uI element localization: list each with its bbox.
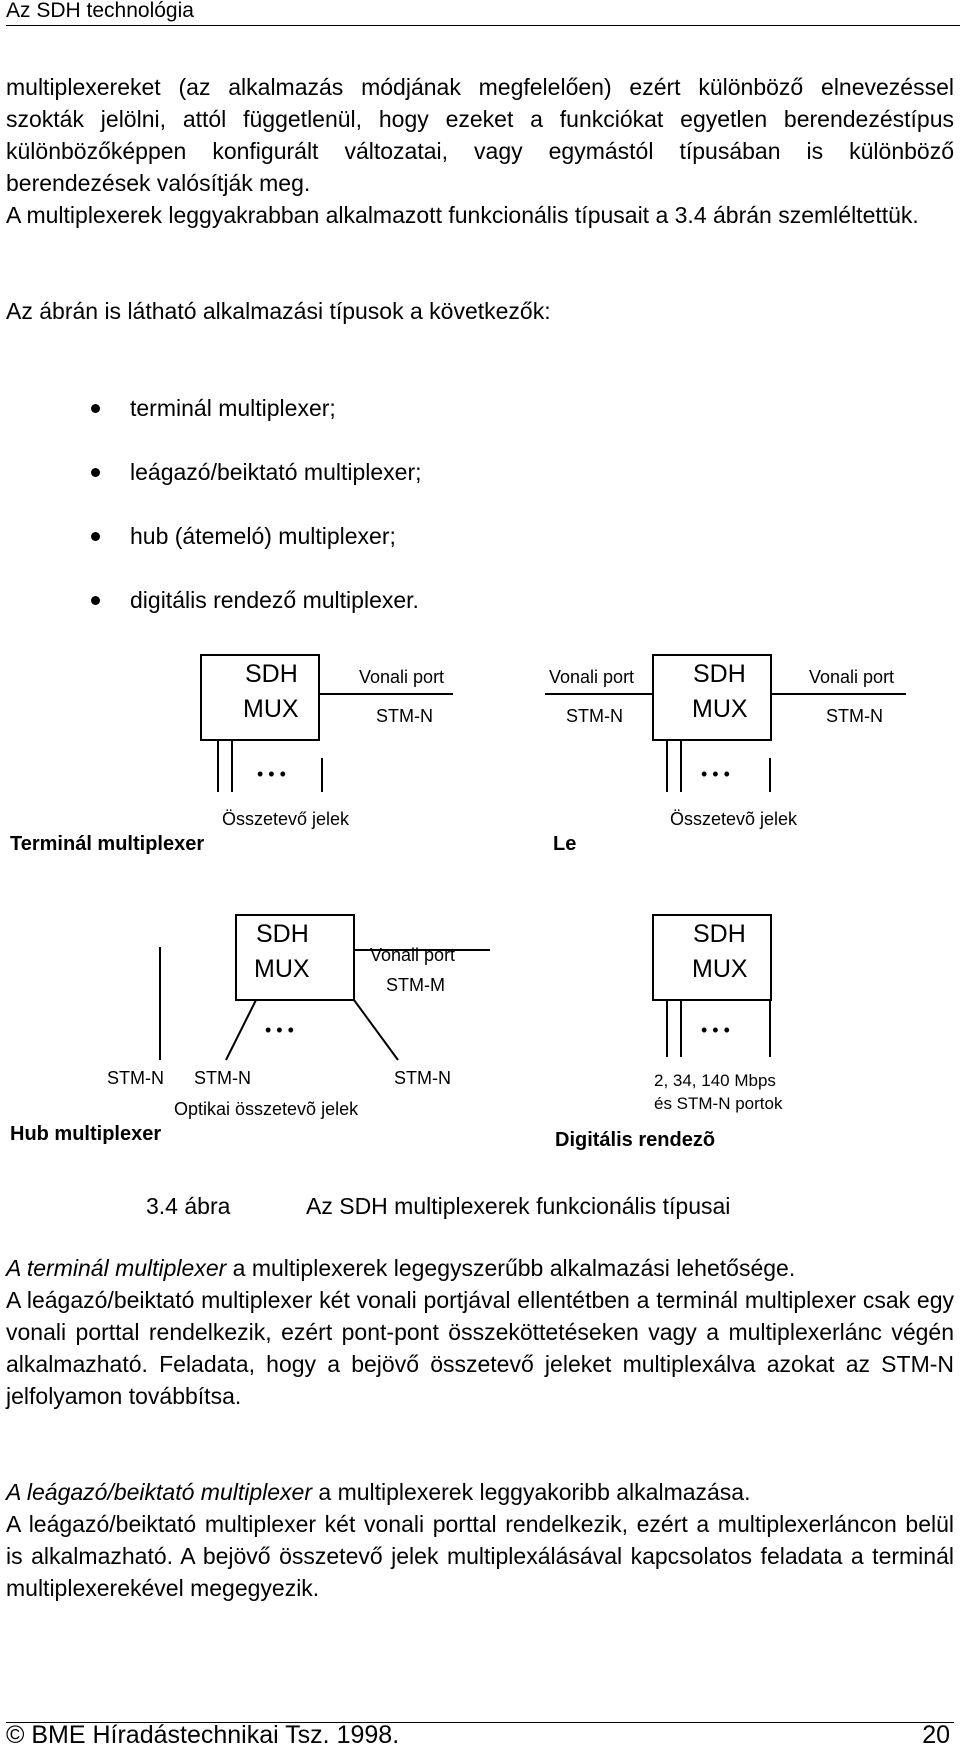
terminal-mux-label: MUX (243, 695, 299, 723)
bullet-icon (91, 404, 100, 413)
adm-paragraph: A leágazó/beiktató multiplexer a multipl… (6, 1476, 954, 1604)
adm-dots: • • • (701, 764, 730, 784)
list-item-text: hub (átemeló) multiplexer; (130, 523, 396, 549)
adm-stm-right-label: STM-N (826, 706, 883, 726)
adm-mux-label: MUX (692, 695, 748, 723)
adm-line-port-left-label: Vonali port (549, 667, 634, 687)
dxc-ports-label: és STM-N portok (654, 1094, 783, 1113)
intro-paragraph-3: Az ábrán is látható alkalmazási típusok … (6, 298, 551, 324)
multiplexer-types-figure: SDH MUX Vonali port STM-N • • • Összetev… (0, 650, 960, 1170)
adm-mux-box (652, 654, 772, 741)
dxc-mux-label: MUX (692, 955, 748, 983)
page-header: Az SDH technológia (6, 0, 194, 22)
list-item: hub (átemeló) multiplexer; (0, 520, 900, 584)
adm-lead: a multiplexerek leggyakoribb alkalmazása… (312, 1479, 751, 1505)
intro-paragraph-2: A multiplexerek leggyakrabban alkalmazot… (6, 202, 919, 228)
hub-tributary-line (225, 999, 257, 1061)
dxc-title: Digitális rendezõ (555, 1129, 715, 1151)
dxc-mux-box (652, 914, 772, 1001)
hub-components-label: Optikai összetevõ jelek (174, 1099, 359, 1119)
adm-components-label: Összetevõ jelek (670, 809, 798, 829)
hub-stm-b-label: STM-N (194, 1068, 251, 1088)
adm-title: Le (553, 833, 576, 855)
footer-rule (6, 1722, 954, 1723)
bullet-icon (91, 596, 100, 605)
list-item-text: terminál multiplexer; (130, 395, 336, 421)
bullet-icon (91, 468, 100, 477)
figure-svg: SDH MUX Vonali port STM-N • • • Összetev… (10, 654, 906, 1151)
adm-sdh-label: SDH (693, 660, 746, 688)
application-type-list: terminál multiplexer; leágazó/beiktató m… (0, 392, 900, 648)
hub-line-port-label: Vonali port (370, 945, 455, 965)
hub-tributary-line (353, 999, 399, 1061)
hub-stm-c-label: STM-N (394, 1068, 451, 1088)
terminal-mux-paragraph: A terminál multiplexer a multiplexerek l… (6, 1252, 954, 1412)
terminal-mux-box (200, 654, 320, 741)
adm-term: A leágazó/beiktató multiplexer (6, 1479, 312, 1505)
bullet-icon (91, 532, 100, 541)
terminal-stm-label: STM-N (376, 706, 433, 726)
hub-dots: • • • (265, 1020, 294, 1040)
terminal-title: Terminál multiplexer (10, 833, 204, 855)
hub-title: Hub multiplexer (10, 1123, 161, 1145)
terminal-mux-body: A leágazó/beiktató multiplexer két vonal… (6, 1287, 954, 1409)
terminal-components-label: Összetevő jelek (222, 809, 350, 829)
hub-stm-m-label: STM-M (386, 975, 445, 995)
list-item-text: leágazó/beiktató multiplexer; (130, 459, 422, 485)
page-number: 20 (922, 1721, 950, 1749)
list-item-text: digitális rendező multiplexer. (130, 587, 419, 613)
adm-stm-left-label: STM-N (566, 706, 623, 726)
dxc-rates-label: 2, 34, 140 Mbps (654, 1071, 776, 1090)
terminal-line-port-label: Vonali port (359, 667, 444, 687)
terminal-mux-term: A terminál multiplexer (6, 1255, 227, 1281)
list-item: terminál multiplexer; (0, 392, 900, 456)
hub-mux-box (235, 914, 355, 1001)
hub-sdh-label: SDH (256, 920, 309, 948)
terminal-dots: • • • (257, 764, 286, 784)
hub-mux-label: MUX (254, 955, 310, 983)
hub-stm-a-label: STM-N (107, 1068, 164, 1088)
adm-body: A leágazó/beiktató multiplexer két vonal… (6, 1511, 954, 1601)
adm-line-port-right-label: Vonali port (809, 667, 894, 687)
list-item: leágazó/beiktató multiplexer; (0, 456, 900, 520)
terminal-sdh-label: SDH (245, 660, 298, 688)
figure-number: 3.4 ábra (146, 1193, 231, 1219)
dxc-sdh-label: SDH (693, 920, 746, 948)
header-rule (6, 25, 960, 26)
dxc-dots: • • • (701, 1020, 730, 1040)
list-item: digitális rendező multiplexer. (0, 584, 900, 648)
terminal-mux-lead: a multiplexerek legegyszerűbb alkalmazás… (226, 1255, 796, 1281)
footer-copyright: © BME Híradástechnikai Tsz. 1998. (6, 1721, 400, 1749)
figure-caption: Az SDH multiplexerek funkcionális típusa… (306, 1193, 731, 1219)
intro-paragraph-1: multiplexereket (az alkalmazás módjának … (6, 74, 954, 196)
